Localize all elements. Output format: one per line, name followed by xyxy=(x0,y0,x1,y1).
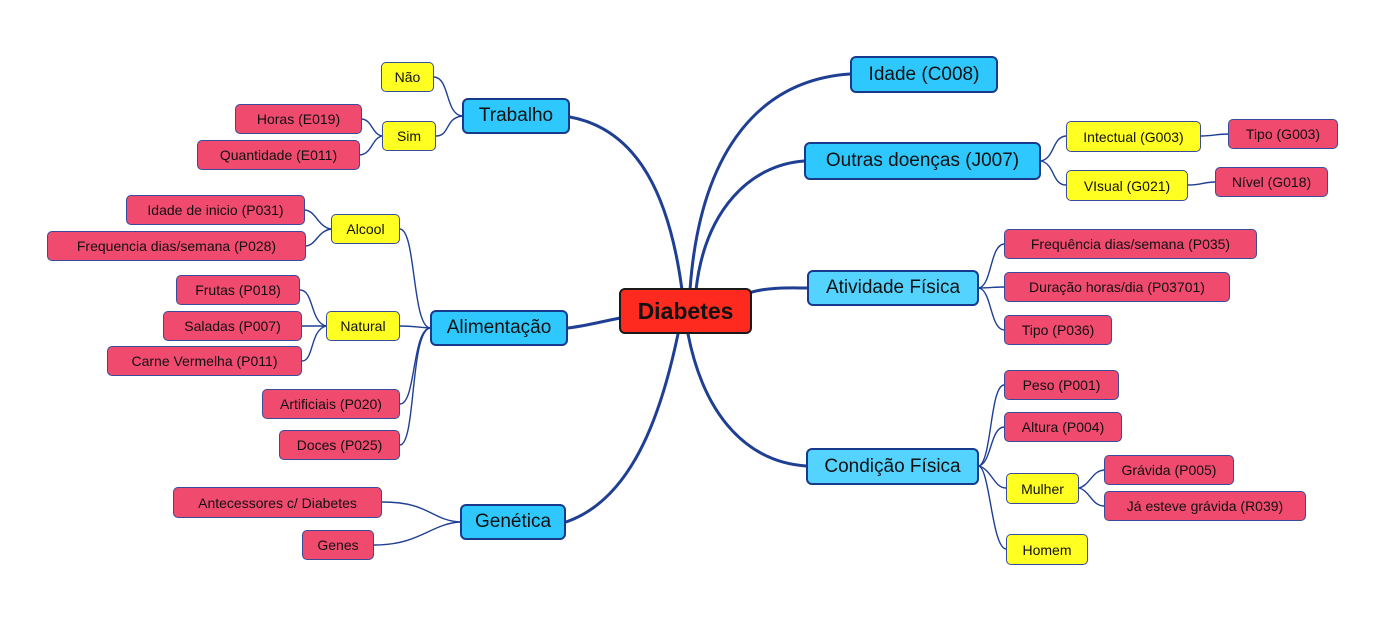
node-genes[interactable]: Genes xyxy=(302,530,374,560)
node-saladas[interactable]: Saladas (P007) xyxy=(163,311,302,341)
link-root-genetica xyxy=(564,332,680,524)
node-ja-esteve-gravida[interactable]: Já esteve grávida (R039) xyxy=(1104,491,1306,521)
link-sim-quantidade xyxy=(359,135,383,156)
node-tipo-g003[interactable]: Tipo (G003) xyxy=(1228,119,1338,149)
link-natural-frutas xyxy=(299,289,327,327)
link-atividade-duracao xyxy=(978,286,1005,289)
link-alim-natural xyxy=(399,325,431,329)
link-condicao-homem xyxy=(978,465,1007,550)
node-mulher[interactable]: Mulher xyxy=(1006,473,1079,504)
link-alim-doces xyxy=(399,327,431,446)
link-root-condicao xyxy=(686,332,808,468)
link-sim-horas xyxy=(361,118,383,137)
node-natural[interactable]: Natural xyxy=(326,311,400,341)
node-duracao[interactable]: Duração horas/dia (P03701) xyxy=(1004,272,1230,302)
branch-genetica[interactable]: Genética xyxy=(460,504,566,540)
node-homem[interactable]: Homem xyxy=(1006,534,1088,565)
link-trabalho-sim xyxy=(435,115,463,137)
branch-atividade-fisica[interactable]: Atividade Física xyxy=(807,270,979,306)
link-trabalho-nao xyxy=(433,76,463,117)
link-root-alimentacao xyxy=(566,316,622,330)
link-genetica-antecessores xyxy=(381,501,461,523)
link-alim-alcool xyxy=(399,228,431,329)
link-root-atividade xyxy=(750,286,809,294)
link-condicao-mulher xyxy=(978,465,1007,489)
node-antecessores[interactable]: Antecessores c/ Diabetes xyxy=(173,487,382,518)
node-alcool[interactable]: Alcool xyxy=(331,214,400,244)
node-frequencia-alcool[interactable]: Frequencia dias/semana (P028) xyxy=(47,231,306,261)
node-sim[interactable]: Sim xyxy=(382,121,436,151)
branch-condicao-fisica[interactable]: Condição Física xyxy=(806,448,979,485)
link-alim-artificiais xyxy=(399,327,431,405)
node-horas[interactable]: Horas (E019) xyxy=(235,104,362,134)
link-alcool-frequencia xyxy=(305,228,332,247)
branch-outras-doencas[interactable]: Outras doenças (J007) xyxy=(804,142,1041,180)
link-atividade-tipo xyxy=(978,287,1005,331)
node-peso[interactable]: Peso (P001) xyxy=(1004,370,1119,400)
node-nivel[interactable]: Nível (G018) xyxy=(1215,167,1328,197)
node-altura[interactable]: Altura (P004) xyxy=(1004,412,1122,442)
branch-trabalho[interactable]: Trabalho xyxy=(462,98,570,134)
node-nao[interactable]: Não xyxy=(381,62,434,92)
node-tipo-p036[interactable]: Tipo (P036) xyxy=(1004,315,1112,345)
node-idade-inicio[interactable]: Idade de inicio (P031) xyxy=(126,195,305,225)
branch-idade[interactable]: Idade (C008) xyxy=(850,56,998,93)
node-intectual[interactable]: Intectual (G003) xyxy=(1066,121,1201,152)
link-mulher-ja-gravida xyxy=(1078,487,1105,507)
link-outras-visual xyxy=(1040,160,1067,186)
link-root-trabalho xyxy=(568,115,684,292)
link-root-idade xyxy=(688,72,852,292)
node-frequencia-atividade[interactable]: Frequência dias/semana (P035) xyxy=(1004,229,1257,259)
branch-alimentacao[interactable]: Alimentação xyxy=(430,310,568,346)
node-quantidade[interactable]: Quantidade (E011) xyxy=(197,140,360,170)
link-mulher-gravida xyxy=(1078,469,1105,489)
node-gravida[interactable]: Grávida (P005) xyxy=(1104,455,1234,485)
link-outras-intectual xyxy=(1040,135,1067,162)
node-carne-vermelha[interactable]: Carne Vermelha (P011) xyxy=(107,346,302,376)
link-genetica-genes xyxy=(373,521,461,546)
link-atividade-frequencia xyxy=(978,243,1005,289)
node-visual[interactable]: VIsual (G021) xyxy=(1066,170,1188,201)
root-node-diabetes[interactable]: Diabetes xyxy=(619,288,752,334)
link-alcool-idade xyxy=(304,209,332,230)
link-root-outras xyxy=(694,159,806,292)
node-artificiais[interactable]: Artificiais (P020) xyxy=(262,389,400,419)
link-visual-nivel xyxy=(1187,181,1216,186)
link-condicao-peso xyxy=(978,384,1005,467)
link-natural-carne xyxy=(301,325,327,362)
link-condicao-altura xyxy=(978,426,1005,467)
node-frutas[interactable]: Frutas (P018) xyxy=(176,275,300,305)
node-doces[interactable]: Doces (P025) xyxy=(279,430,400,460)
link-intectual-tipo xyxy=(1200,133,1229,137)
